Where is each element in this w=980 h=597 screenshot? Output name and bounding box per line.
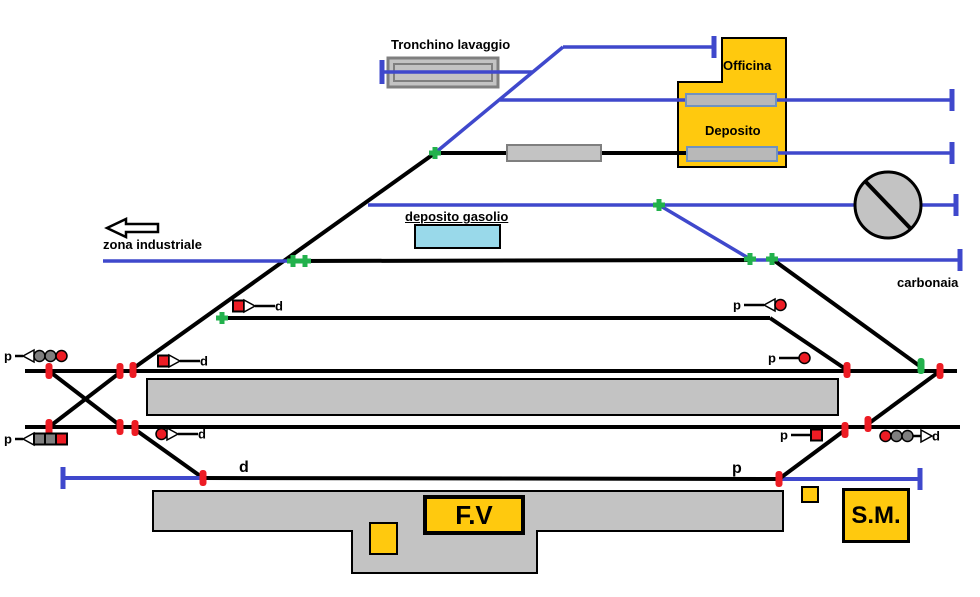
track-diag-upper [433,45,565,155]
track-diag-gasolio [658,203,751,261]
signal-triangle-left [21,348,35,364]
fuel-tank [414,224,501,249]
signal-box-light-red [810,428,823,442]
red-switch-pill [131,420,139,436]
sign-fv-text: F.V [455,499,493,530]
signal-box-light-gray [44,432,57,446]
track-diag-sm [777,428,847,481]
label-carbonaia: carbonaia [897,275,959,290]
signal-light-gray [890,429,903,443]
track-front-black [202,476,780,481]
label-deposito: Deposito [705,123,761,138]
signal-triangle-left [21,431,35,447]
track-cross-b [47,369,124,429]
signal-light-gray [33,349,46,363]
red-switch-pill [843,362,851,378]
signal-light-red [155,427,168,441]
signal-letter-p: p [4,349,12,364]
signal-light-red [798,351,811,365]
signal-box-light-red [157,354,170,368]
signal-triangle-right [920,428,934,444]
signal-box-light-red [232,299,245,313]
signal-triangle-left [762,297,776,313]
red-switch-pill [45,419,53,435]
signal-box-light-gray [33,432,46,446]
red-switch-pill [775,471,783,487]
small-yellow-building-2 [801,486,819,503]
red-switch-pill [841,422,849,438]
track-diag-318 [768,316,849,372]
label-deposito-gasolio: deposito gasolio [405,209,509,224]
turntable-bridge [863,179,913,231]
track-diag-carb-main [770,257,923,369]
label-tronchino-lavaggio: Tronchino lavaggio [391,37,511,52]
signal-letter-d: d [275,299,283,314]
signal-letter-p: p [4,432,12,447]
loading-platform [506,144,602,162]
signal-triangle-right [168,353,182,369]
signal-light-red [879,429,892,443]
signal-box-light-red [55,432,68,446]
signal-letter-d: d [200,354,208,369]
signal-triangle-right [243,298,257,314]
signal-letter-p: p [768,351,776,366]
zona-industriale-arrow [104,217,160,239]
track-mid-black [295,258,753,263]
green-switch-pill [917,358,925,374]
signal-letter-d: d [932,429,940,444]
building-platform-1 [685,93,777,107]
red-switch-pill [129,362,137,378]
sign-sm: S.M. [842,488,910,543]
sign-sm-text: S.M. [851,501,901,529]
red-switch-pill [864,416,872,432]
red-switch-pill [116,419,124,435]
label-officina: Officina [723,58,772,73]
red-switch-pill [116,363,124,379]
red-switch-pill [199,470,207,486]
small-yellow-building-1 [369,522,398,555]
track-cross-a2 [131,426,205,480]
building-platform-2 [686,146,778,162]
direction-letter-d: d [239,459,249,476]
signal-letter-d: d [198,427,206,442]
direction-letter-p: p [732,460,742,477]
sign-fv: F.V [423,495,525,535]
signal-light-gray [44,349,57,363]
track-diag-right-end [866,369,942,426]
signal-triangle-right [166,426,180,442]
red-switch-pill [45,363,53,379]
signal-light-red [774,298,787,312]
signal-light-gray [901,429,914,443]
signal-letter-p: p [780,428,788,443]
signal-light-red [55,349,68,363]
label-zona-industriale: zona industriale [103,237,202,252]
red-switch-pill [936,363,944,379]
signal-letter-p: p [733,298,741,313]
island-platform [146,378,839,416]
